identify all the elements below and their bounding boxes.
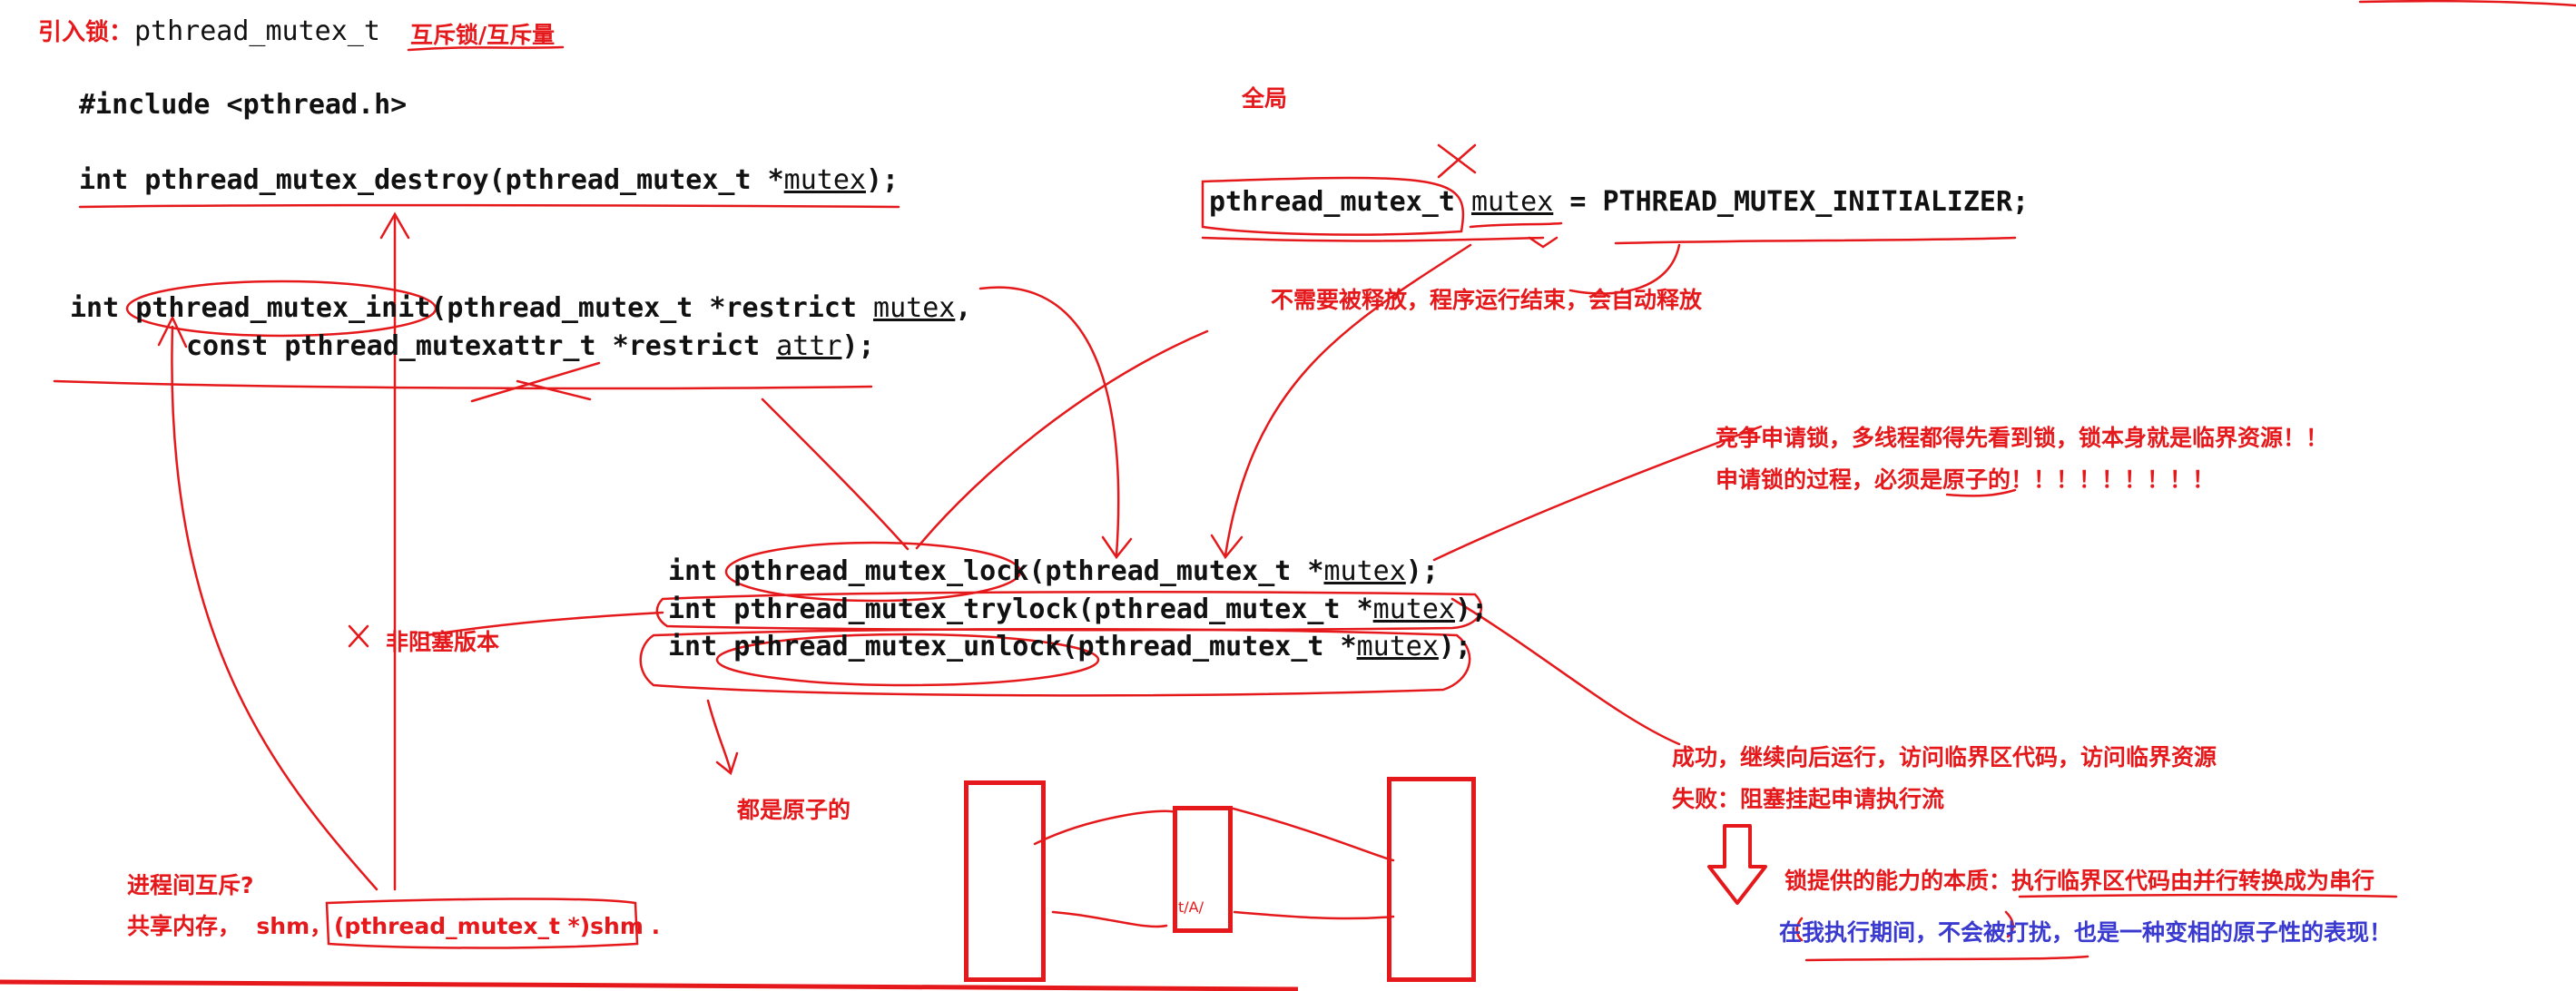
note-no-release: 不需要被释放，程序运行结束，会自动释放 (1271, 287, 1703, 313)
code-global: pthread_mutex_t mutex = PTHREAD_MUTEX_IN… (1209, 186, 2030, 218)
thread-box-left (964, 780, 1046, 982)
note-essence: 锁提供的能力的本质：执行临界区代码由并行转换成为串行 (1785, 868, 2375, 894)
note-atomic: 都是原子的 (737, 797, 851, 823)
thread-box-right (1387, 777, 1476, 982)
note-compete-1: 竞争申请锁，多线程都得先看到锁，锁本身就是临界资源！！ (1716, 425, 2329, 451)
code-destroy: int pthread_mutex_destroy(pthread_mutex_… (79, 164, 900, 196)
code-init-line1: int pthread_mutex_init(pthread_mutex_t *… (70, 292, 972, 324)
note-shm-prefix: 共享内存， shm， (127, 913, 333, 939)
note-failure: 失败：阻塞挂起申请执行流 (1672, 786, 1945, 812)
note-success: 成功，继续向后运行，访问临界区代码，访问临界资源 (1672, 744, 2217, 770)
note-shm-cast: (pthread_mutex_t *)shm . (334, 913, 661, 939)
header-type-name: pthread_mutex_t (134, 15, 380, 47)
code-unlock: int pthread_mutex_unlock(pthread_mutex_t… (668, 631, 1472, 662)
code-init-line2: const pthread_mutexattr_t *restrict attr… (186, 330, 875, 362)
lock-box-middle (1173, 806, 1233, 933)
tiny-mark: t/A/ (1178, 898, 1204, 916)
note-essence-blue: 在我执行期间，不会被打扰，也是一种变相的原子性的表现！ (1779, 919, 2393, 946)
note-non-blocking: 非阻塞版本 (386, 629, 500, 655)
note-compete-2: 申请锁的过程，必须是原子的！！！！！！！！！ (1716, 466, 2216, 493)
code-lock: int pthread_mutex_lock(pthread_mutex_t *… (668, 555, 1439, 587)
header-prefix: 引入锁： (38, 19, 133, 46)
note-global: 全局 (1242, 85, 1288, 112)
code-trylock: int pthread_mutex_trylock(pthread_mutex_… (668, 594, 1489, 625)
header-alias: 互斥锁/互斥量 (410, 22, 556, 48)
code-include: #include <pthread.h> (79, 89, 408, 121)
note-ipc-question: 进程间互斥? (127, 872, 254, 898)
